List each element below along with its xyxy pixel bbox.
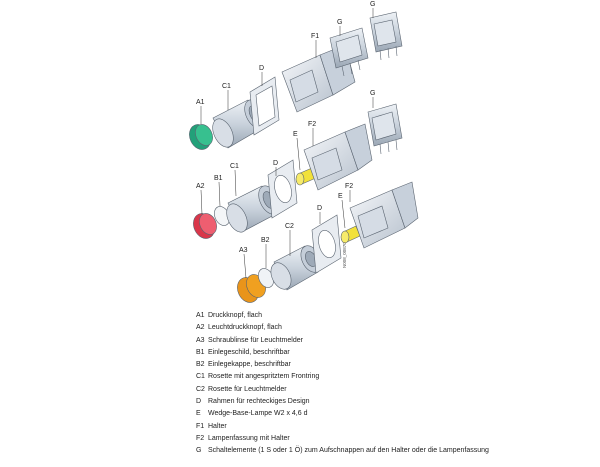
legend-text: Einlegekappe, beschriftbar xyxy=(208,361,291,369)
callout-g-top1: G xyxy=(337,19,342,26)
legend-text: Schaltelemente (1 S oder 1 Ö) zum Aufsch… xyxy=(208,447,489,455)
legend-text: Rosette mit angespritztem Frontring xyxy=(208,373,320,381)
d-frame-top xyxy=(249,76,280,136)
legend-code: F2 xyxy=(196,434,205,442)
legend-text: Schraublinse für Leuchtmelder xyxy=(208,336,303,344)
f2-lamp-socket-mid xyxy=(303,123,373,191)
callout-f2-bot: F2 xyxy=(345,183,353,190)
callout-c2: C2 xyxy=(285,223,294,230)
c1-rosette-mid xyxy=(226,185,280,233)
callout-e-mid: E xyxy=(293,131,298,138)
g-switch-element-mid xyxy=(367,103,403,155)
legend-text: Einlegeschild, beschriftbar xyxy=(208,348,290,356)
a1-green-button xyxy=(189,124,213,150)
legend-row: D Rahmen für rechteckiges Design xyxy=(196,396,596,408)
legend-code: B2 xyxy=(196,361,205,369)
callout-a1: A1 xyxy=(196,99,205,106)
callout-lines xyxy=(200,8,374,279)
callout-f2-mid: F2 xyxy=(308,121,316,128)
legend-code: E xyxy=(196,410,201,418)
legend-text: Wedge-Base-Lampe W2 x 4,6 d xyxy=(208,410,308,418)
f2-lamp-socket-bot xyxy=(349,181,419,249)
legend-text: Rosette für Leuchtmelder xyxy=(208,385,287,393)
drawing-code: N008_00870 xyxy=(342,242,347,268)
callout-a3: A3 xyxy=(239,247,248,254)
legend-code: A2 xyxy=(196,324,205,332)
legend-text: Rahmen für rechteckiges Design xyxy=(208,398,310,406)
row-3-assembly xyxy=(237,181,419,303)
a2-red-button xyxy=(193,213,217,239)
diagram-canvas: A1 C1 D F1 G G G E F2 B1 C1 A2 D F2 D E … xyxy=(189,1,419,303)
legend-text: Druckknopf, flach xyxy=(208,312,263,319)
row-1-assembly xyxy=(189,11,403,150)
callout-c1-top: C1 xyxy=(222,83,231,90)
row-2-assembly xyxy=(193,103,403,239)
legend-code: D xyxy=(196,398,202,406)
callout-d-bot: D xyxy=(317,205,322,212)
g-switch-element-top-2 xyxy=(369,11,403,61)
callout-f1: F1 xyxy=(311,33,319,40)
callout-c1-mid: C1 xyxy=(230,163,239,170)
callout-g-mid: G xyxy=(370,90,375,97)
legend-row: G Schaltelemente (1 S oder 1 Ö) zum Aufsc… xyxy=(196,445,596,467)
legend-text: Leuchtdruckknopf, flach xyxy=(208,324,282,332)
legend-row: E Wedge-Base-Lampe W2 x 4,6 d xyxy=(196,408,596,420)
legend-code: F1 xyxy=(196,422,205,430)
c2-rosette xyxy=(270,245,322,291)
legend-code: C1 xyxy=(196,373,205,381)
callout-b2: B2 xyxy=(261,237,270,244)
callout-a2: A2 xyxy=(196,183,205,190)
legend-text: Halter xyxy=(208,422,227,430)
legend-code: A1 xyxy=(196,312,205,319)
legend-code: G xyxy=(196,447,202,455)
d-frame-mid xyxy=(267,159,298,219)
callout-d-mid: D xyxy=(273,160,278,167)
callout-b1: B1 xyxy=(214,175,223,182)
exploded-assembly-diagram: A1 C1 D F1 G G G E F2 B1 C1 A2 D F2 D E … xyxy=(189,1,419,303)
g-switch-element-top-1 xyxy=(329,27,369,77)
legend-text: Lampenfassung mit Halter xyxy=(208,434,290,442)
d-frame-bot xyxy=(311,214,342,274)
legend-code: B1 xyxy=(196,348,205,356)
legend-code: C2 xyxy=(196,385,205,393)
legend-code: A3 xyxy=(196,336,205,344)
callout-e-bot: E xyxy=(338,193,343,200)
callout-d-top: D xyxy=(259,65,264,72)
callout-g-top2: G xyxy=(370,1,375,8)
